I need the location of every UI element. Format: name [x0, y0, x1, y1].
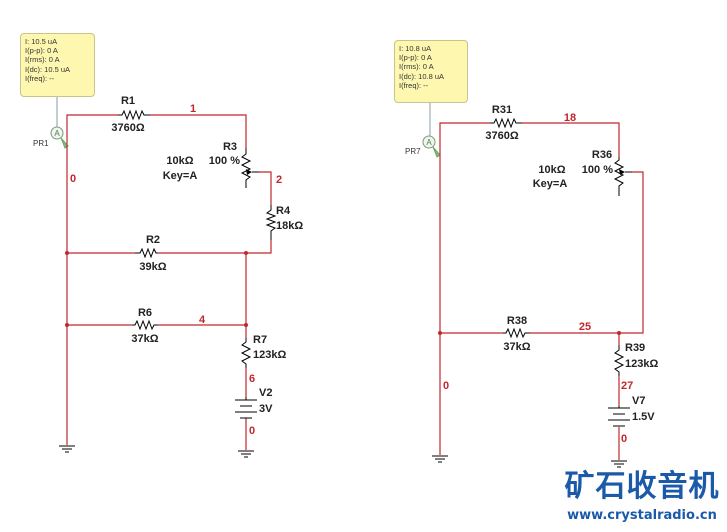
wire-net2 — [259, 171, 272, 205]
watermark-title: 矿石收音机 — [564, 469, 720, 504]
net-label-0-right: 0 — [443, 380, 449, 392]
battery-v7[interactable]: V7 1.5V — [608, 395, 655, 427]
net-label-27: 27 — [621, 380, 633, 392]
r31-name: R31 — [492, 104, 512, 116]
r38-value: 37kΩ — [503, 341, 530, 353]
svg-text:A: A — [426, 138, 432, 147]
ground-icon — [237, 450, 255, 458]
junction — [244, 323, 248, 327]
ground-icon — [431, 455, 449, 463]
junction — [617, 331, 621, 335]
r7-value: 123kΩ — [253, 349, 286, 361]
pr7-reading-i: I: 10.8 uA — [399, 44, 432, 53]
r39-name: R39 — [625, 342, 645, 354]
pr7-reading-idc: I(dc): 10.8 uA — [399, 71, 445, 81]
r7-name: R7 — [253, 334, 267, 346]
svg-text:A: A — [54, 129, 60, 138]
resistor-r7[interactable]: R7 123kΩ — [240, 334, 286, 368]
watermark-url: www.crystalradio.cn — [567, 508, 717, 523]
r36-value: 10kΩ — [538, 164, 565, 176]
probe-pr7-tooltip: I: 10.8 uA I(p-p): 0 A I(rms): 0 A I(dc)… — [394, 40, 468, 103]
r36-name: R36 — [592, 149, 612, 161]
pr1-reading-irms: I(rms): 0 A — [25, 55, 60, 65]
r6-name: R6 — [138, 307, 152, 319]
wire-r4-r2 — [158, 240, 272, 254]
resistor-r39[interactable]: R39 123kΩ — [613, 342, 658, 376]
net-label-18: 18 — [564, 112, 576, 124]
r36-setting: 100 % — [582, 164, 613, 176]
ground-icon — [58, 445, 76, 453]
pr1-reading-idc: I(dc): 10.5 uA — [25, 64, 71, 74]
r4-value: 18kΩ — [276, 220, 303, 232]
resistor-r6[interactable]: R6 37kΩ — [131, 307, 158, 345]
net-label-1: 1 — [190, 103, 196, 115]
pr7-label: PR7 — [405, 147, 421, 156]
junction — [244, 251, 248, 255]
ground-icon — [610, 460, 628, 468]
v2-value: 3V — [259, 403, 273, 415]
r4-name: R4 — [276, 205, 291, 217]
probe-pr1[interactable]: A — [50, 126, 69, 149]
r3-setting: 100 % — [209, 155, 240, 167]
junction — [65, 251, 69, 255]
r31-value: 3760Ω — [485, 130, 518, 142]
r38-name: R38 — [507, 315, 527, 327]
probe-pr1-tooltip: I: 10.5 uA I(p-p): 0 A I(rms): 0 A I(dc)… — [20, 33, 95, 97]
r2-name: R2 — [146, 234, 160, 246]
potentiometer-r36[interactable]: R36 100 % 10kΩ Key=A — [533, 149, 632, 196]
pr1-reading-ifreq: I(freq): -- — [25, 73, 55, 83]
r1-value: 3760Ω — [111, 122, 144, 134]
r3-name: R3 — [223, 141, 237, 153]
pr1-reading-ipp: I(p-p): 0 A — [25, 46, 58, 56]
pr7-reading-ifreq: I(freq): -- — [399, 80, 429, 90]
net-label-0-v7: 0 — [621, 433, 627, 445]
r36-key: Key=A — [533, 178, 568, 190]
potentiometer-r3[interactable]: R3 100 % 10kΩ Key=A — [163, 141, 259, 188]
net-label-0-v2: 0 — [249, 425, 255, 437]
pr7-reading-irms: I(rms): 0 A — [399, 62, 434, 72]
net-label-4: 4 — [199, 314, 206, 326]
r3-value: 10kΩ — [166, 155, 193, 167]
wire-net1 — [150, 114, 247, 148]
wire-net4 — [158, 324, 247, 338]
resistor-r2[interactable]: R2 39kΩ — [135, 234, 167, 273]
resistor-r4[interactable]: R4 18kΩ — [265, 205, 303, 240]
resistor-r31[interactable]: R31 3760Ω — [485, 104, 522, 142]
pr1-reading-i: I: 10.5 uA — [25, 37, 58, 46]
wire-r36-wiper — [619, 171, 644, 334]
watermark-logo: 矿石收音机 www.crystalradio.cn — [558, 470, 726, 524]
r2-value: 39kΩ — [139, 261, 166, 273]
v7-name: V7 — [632, 395, 645, 407]
pr1-label: PR1 — [33, 139, 49, 148]
resistor-r1[interactable]: R1 3760Ω — [111, 95, 150, 134]
resistor-r38[interactable]: R38 37kΩ — [503, 315, 531, 353]
battery-v2[interactable]: V2 3V — [235, 387, 273, 419]
wire-right-main — [439, 122, 490, 455]
probe-pr7[interactable]: A — [422, 135, 441, 158]
net-label-6: 6 — [249, 373, 255, 385]
r3-key: Key=A — [163, 170, 198, 182]
junction — [438, 331, 442, 335]
net-label-0-left: 0 — [70, 173, 76, 185]
v7-value: 1.5V — [632, 411, 655, 423]
junction — [65, 323, 69, 327]
pr7-reading-ipp: I(p-p): 0 A — [399, 53, 432, 63]
v2-name: V2 — [259, 387, 272, 399]
net-label-25: 25 — [579, 321, 591, 333]
r1-name: R1 — [121, 95, 135, 107]
r39-value: 123kΩ — [625, 358, 658, 370]
wire-net18 — [522, 122, 620, 157]
wire-left-main — [66, 114, 118, 445]
r6-value: 37kΩ — [131, 333, 158, 345]
net-label-2: 2 — [276, 174, 282, 186]
